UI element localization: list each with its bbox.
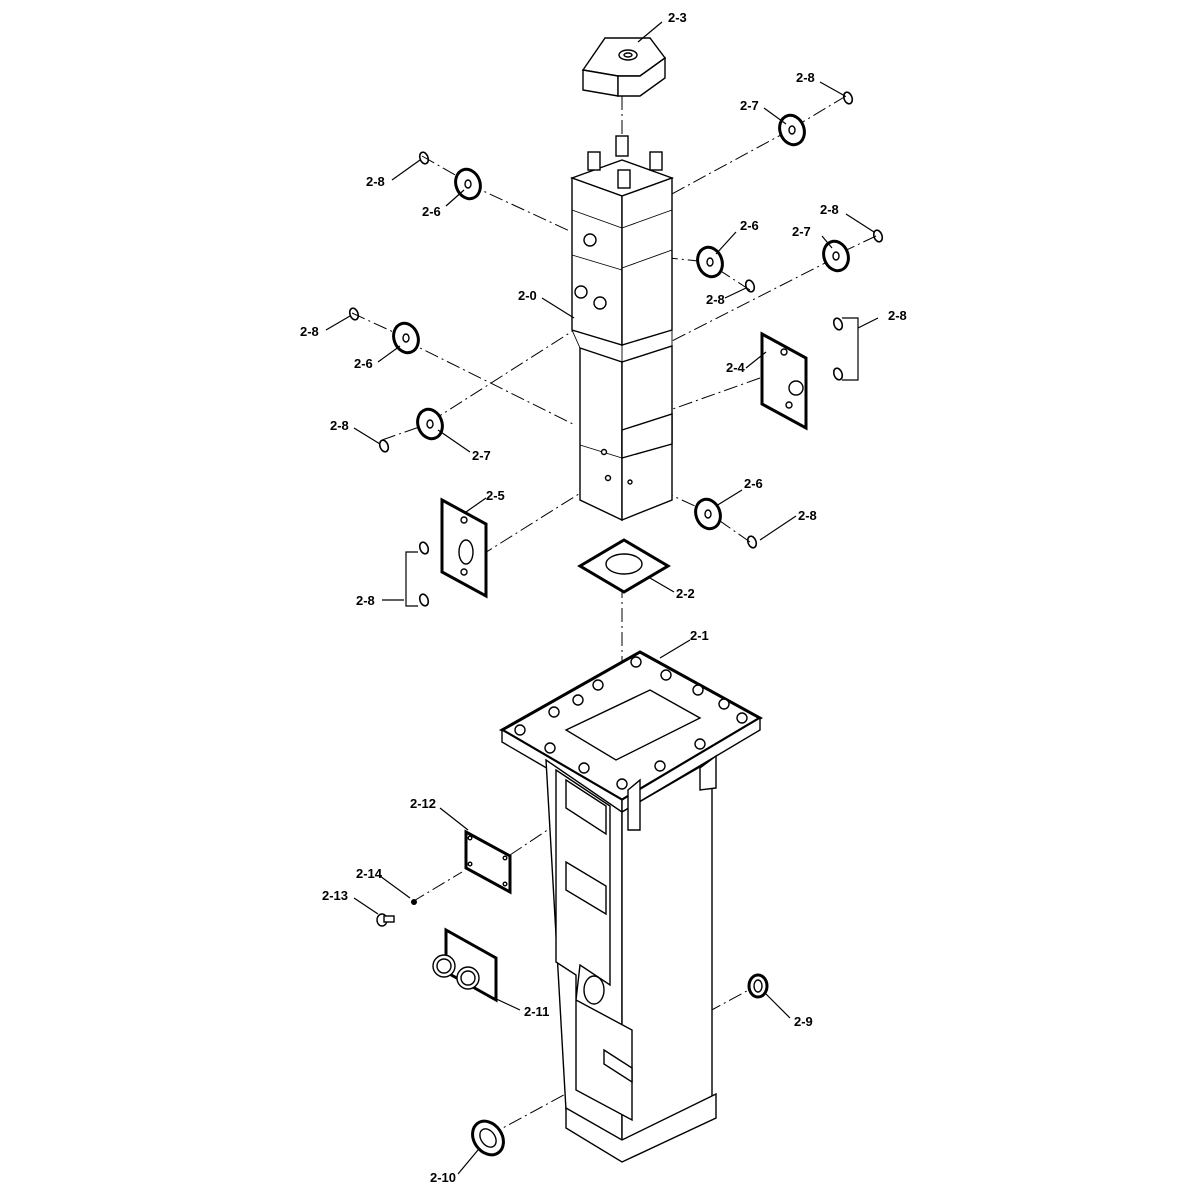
label-2-8: 2-8 [888,308,907,323]
label-2-13: 2-13 [322,888,348,903]
part-2-5-plate [440,497,488,599]
part-2-12-cover [464,829,512,895]
label-2-7: 2-7 [740,98,759,113]
label-2-8: 2-8 [706,292,725,307]
label-2-6: 2-6 [422,204,441,219]
label-2-0: 2-0 [518,288,537,303]
label-2-12: 2-12 [410,796,436,811]
part-2-14-washer [411,899,417,905]
label-2-7: 2-7 [472,448,491,463]
label-2-7: 2-7 [792,224,811,239]
label-2-11: 2-11 [524,1004,549,1019]
label-2-8: 2-8 [796,70,815,85]
label-2-4: 2-4 [726,360,746,375]
label-2-10: 2-10 [430,1170,456,1185]
label-2-8: 2-8 [366,174,385,189]
label-2-8: 2-8 [356,593,375,608]
part-2-4-plate [760,331,808,431]
part-2-10-plug [471,1119,505,1157]
label-2-1: 2-1 [690,628,709,643]
part-2-0-body [569,135,675,522]
label-2-8: 2-8 [820,202,839,217]
flange-holes [514,656,748,790]
callout-labels: 2-3 2-8 2-7 2-8 2-6 2-6 2-8 2-7 2-8 2-0 … [300,10,907,1185]
label-2-8: 2-8 [798,508,817,523]
label-2-8: 2-8 [300,324,319,339]
label-2-8: 2-8 [330,418,349,433]
label-2-2: 2-2 [676,586,695,601]
label-2-6: 2-6 [744,476,763,491]
part-2-2-gasket [577,538,671,594]
part-2-3-cap [581,37,666,97]
label-2-5: 2-5 [486,488,505,503]
label-2-9: 2-9 [794,1014,813,1029]
label-2-6: 2-6 [740,218,759,233]
label-2-3: 2-3 [668,10,687,25]
part-2-1-housing [498,650,764,1163]
part-2-11-fitting [432,927,498,1003]
label-2-14: 2-14 [356,866,383,881]
part-2-13-screw [376,913,395,927]
leader-lines [325,21,879,1175]
o-rings [348,91,884,607]
part-2-9-seal [747,973,769,999]
label-2-6: 2-6 [354,356,373,371]
